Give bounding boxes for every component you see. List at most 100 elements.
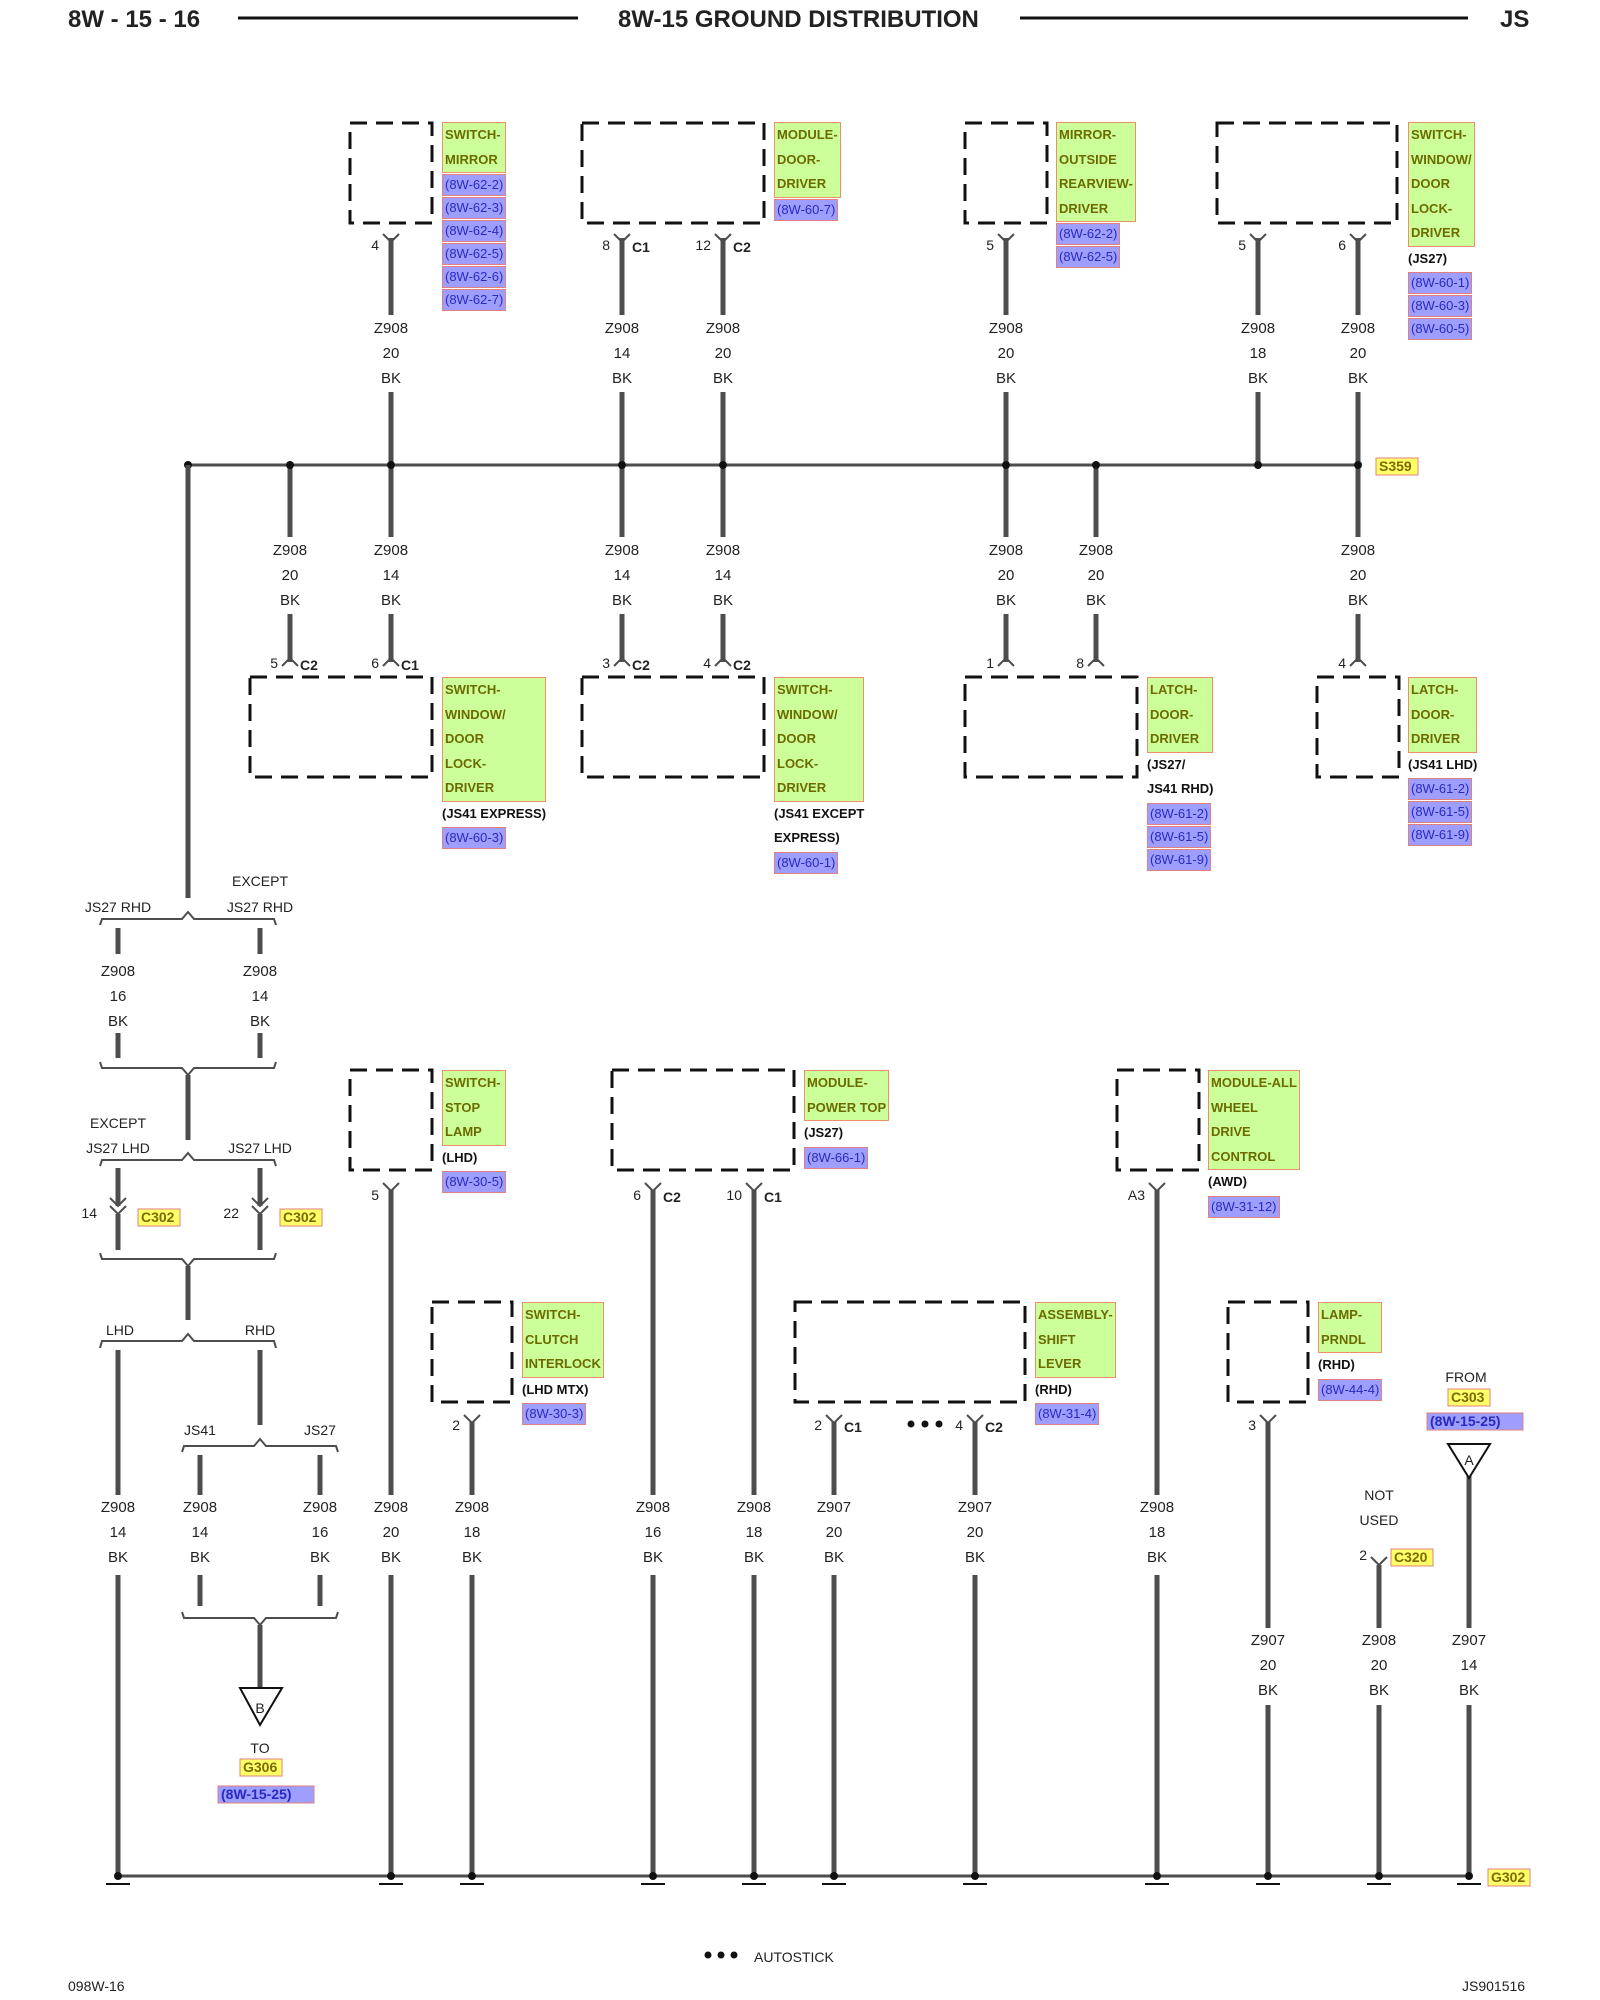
bottom-wire-8-color: BK	[965, 1549, 985, 1566]
top-wire-0-pin: 4	[371, 237, 379, 253]
bottom-wire-12-color: BK	[1459, 1682, 1479, 1699]
c302-pin-b: 22	[223, 1205, 239, 1221]
bottom-wire-12-gauge: 14	[1461, 1657, 1478, 1674]
top-wire-3-circuit: Z908	[989, 320, 1023, 337]
top-wire-2-gauge: 20	[715, 345, 732, 362]
connector-c302-b-bg	[279, 1208, 323, 1227]
top-wire-4-circuit: Z908	[1241, 320, 1275, 337]
splice-s359-bg	[1375, 457, 1419, 476]
connector-c303-bg	[1447, 1388, 1491, 1407]
mid-wire-0-color: BK	[280, 592, 300, 609]
bottom-wire-11-circuit: Z908	[1362, 1632, 1396, 1649]
switch-window-door-lock-js27-box	[1215, 121, 1399, 225]
bottom-wire-9-circuit: Z908	[1140, 1499, 1174, 1516]
top-wire-3-gauge: 20	[998, 345, 1015, 362]
bottom-wire-10-gauge: 20	[1260, 1657, 1277, 1674]
bottom-wire-8-circuit: Z907	[958, 1499, 992, 1516]
mid-wire-3-conn: C2	[733, 657, 751, 673]
mid-wire-5-color: BK	[1086, 592, 1106, 609]
connector-c302-a: C302	[141, 1209, 175, 1225]
mid-wire-6-color: BK	[1348, 592, 1368, 609]
option-js27-lhd: JS27 LHD	[228, 1140, 292, 1156]
mid-wire-4-color: BK	[996, 592, 1016, 609]
connector-c302-a-bg	[137, 1208, 181, 1227]
mid-wire-3-gauge: 14	[715, 567, 732, 584]
top-wire-5-gauge: 20	[1350, 345, 1367, 362]
ground-g302-bg	[1487, 1868, 1531, 1887]
left-wire-a-color: BK	[108, 1013, 128, 1030]
mid-wire-5-circuit: Z908	[1079, 542, 1113, 559]
top-wire-0-color: BK	[381, 370, 401, 387]
top-wire-1-circuit: Z908	[605, 320, 639, 337]
mid-wire-4-circuit: Z908	[989, 542, 1023, 559]
from-ref: (8W-15-25)	[1430, 1413, 1501, 1429]
module-door-driver-box	[580, 121, 766, 225]
not-used-2: USED	[1360, 1512, 1399, 1528]
bottom-pin-5-conn: C1	[844, 1419, 862, 1435]
option-js27: JS27	[304, 1422, 336, 1438]
mid-wire-5-gauge: 20	[1088, 567, 1105, 584]
bottom-wire-9-color: BK	[1147, 1549, 1167, 1566]
mid-wire-3-color: BK	[713, 592, 733, 609]
mid-wire-1-circuit: Z908	[374, 542, 408, 559]
bottom-wire-12-circuit: Z907	[1452, 1632, 1486, 1649]
mid-wire-2-gauge: 14	[614, 567, 631, 584]
switch-window-door-lock-js41-box	[580, 675, 766, 779]
top-wire-5-pin: 6	[1338, 237, 1346, 253]
mid-wire-2-circuit: Z908	[605, 542, 639, 559]
module-awd-control-box	[1115, 1068, 1201, 1172]
left-wire-a-gauge: 16	[110, 988, 127, 1005]
bottom-wire-7-gauge: 20	[826, 1524, 843, 1541]
option-lhd: LHD	[106, 1322, 134, 1338]
switch-stop-lamp-box	[348, 1068, 434, 1172]
connector-c303: C303	[1451, 1389, 1485, 1405]
left-wire-b-circuit: Z908	[243, 963, 277, 980]
top-wire-0-gauge: 20	[383, 345, 400, 362]
option-except-js27-lhd: JS27 LHD	[86, 1140, 150, 1156]
mid-wire-3-circuit: Z908	[706, 542, 740, 559]
latch-door-driver-rhd-box	[963, 675, 1139, 779]
bottom-wire-3-circuit: Z908	[374, 1499, 408, 1516]
bottom-pin-4-pin: 2	[452, 1417, 460, 1433]
offpage-connector-b	[238, 1687, 284, 1728]
tag-b: B	[255, 1700, 264, 1716]
mid-wire-0-gauge: 20	[282, 567, 299, 584]
bottom-wire-2-color: BK	[310, 1549, 330, 1566]
not-used-1: NOT	[1364, 1487, 1394, 1503]
top-wire-1-conn: C1	[632, 239, 650, 255]
top-wire-5-color: BK	[1348, 370, 1368, 387]
bottom-wire-0-circuit: Z908	[101, 1499, 135, 1516]
mid-wire-2-conn: C2	[632, 657, 650, 673]
bottom-pin-6-conn: C2	[985, 1419, 1003, 1435]
top-wire-2-pin: 12	[695, 237, 711, 253]
connector-c302-b: C302	[283, 1209, 317, 1225]
latch-door-driver-lhd-box	[1315, 675, 1401, 779]
top-wire-2-color: BK	[713, 370, 733, 387]
c302-pin-a: 14	[81, 1205, 97, 1221]
top-wire-0-circuit: Z908	[374, 320, 408, 337]
bottom-pin-7-pin: 3	[1248, 1417, 1256, 1433]
bottom-wire-6-gauge: 18	[746, 1524, 763, 1541]
top-wire-1-pin: 8	[602, 237, 610, 253]
mid-wire-1-gauge: 14	[383, 567, 400, 584]
from-ref-bg	[1426, 1412, 1524, 1431]
left-wire-b-color: BK	[250, 1013, 270, 1030]
top-wire-5-circuit: Z908	[1341, 320, 1375, 337]
lamp-prndl-box	[1226, 1300, 1310, 1404]
bottom-wire-9-gauge: 18	[1149, 1524, 1166, 1541]
bottom-wire-4-color: BK	[462, 1549, 482, 1566]
bottom-wire-10-color: BK	[1258, 1682, 1278, 1699]
bottom-wire-1-gauge: 14	[192, 1524, 209, 1541]
ground-g306: G306	[243, 1759, 277, 1775]
to-ref: (8W-15-25)	[221, 1786, 292, 1802]
bottom-wire-5-circuit: Z908	[636, 1499, 670, 1516]
mid-wire-1-conn: C1	[401, 657, 419, 673]
bottom-pin-1-conn: C2	[663, 1189, 681, 1205]
bottom-pin-0-pin: 5	[371, 1187, 379, 1203]
top-wire-4-gauge: 18	[1250, 345, 1267, 362]
top-wire-2-circuit: Z908	[706, 320, 740, 337]
bottom-pin-6-pin: 4	[955, 1417, 963, 1433]
bottom-wire-5-color: BK	[643, 1549, 663, 1566]
legend-autostick: AUTOSTICK	[754, 1949, 835, 1965]
